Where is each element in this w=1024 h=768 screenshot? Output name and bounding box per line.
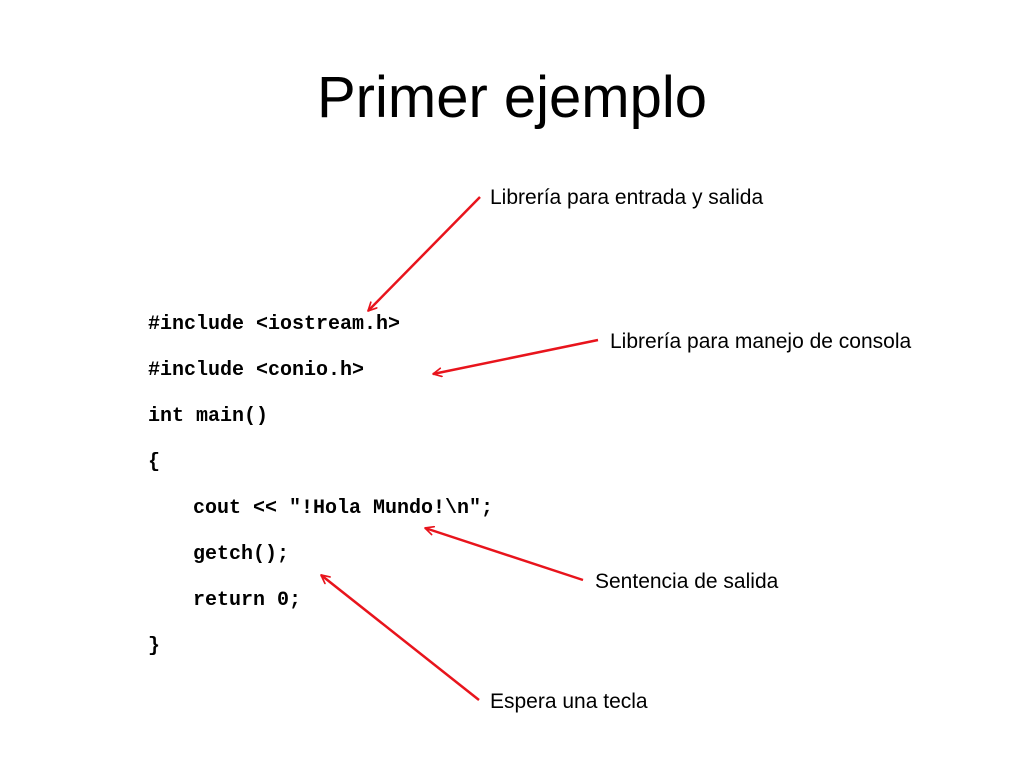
slide-title: Primer ejemplo xyxy=(317,65,707,130)
code-block: #include <iostream.h> #include <conio.h>… xyxy=(148,310,493,678)
annotation-conio: Librería para manejo de consola xyxy=(610,330,912,353)
code-line-open-brace: { xyxy=(148,451,161,474)
arrow-to-iostream xyxy=(367,196,481,312)
code-line-getch: getch(); xyxy=(193,543,290,566)
code-line-main-signature: int main() xyxy=(148,405,269,428)
annotation-getch: Espera una tecla xyxy=(490,690,648,713)
code-line-cout: cout << "!Hola Mundo!\n"; xyxy=(193,497,494,520)
annotation-iostream: Librería para entrada y salida xyxy=(490,186,764,209)
code-line-include-iostream: #include <iostream.h> xyxy=(148,313,401,336)
code-line-include-conio: #include <conio.h> xyxy=(148,359,365,382)
annotation-cout: Sentencia de salida xyxy=(595,570,779,593)
code-line-return: return 0; xyxy=(193,589,302,612)
code-line-close-brace: } xyxy=(148,635,161,658)
